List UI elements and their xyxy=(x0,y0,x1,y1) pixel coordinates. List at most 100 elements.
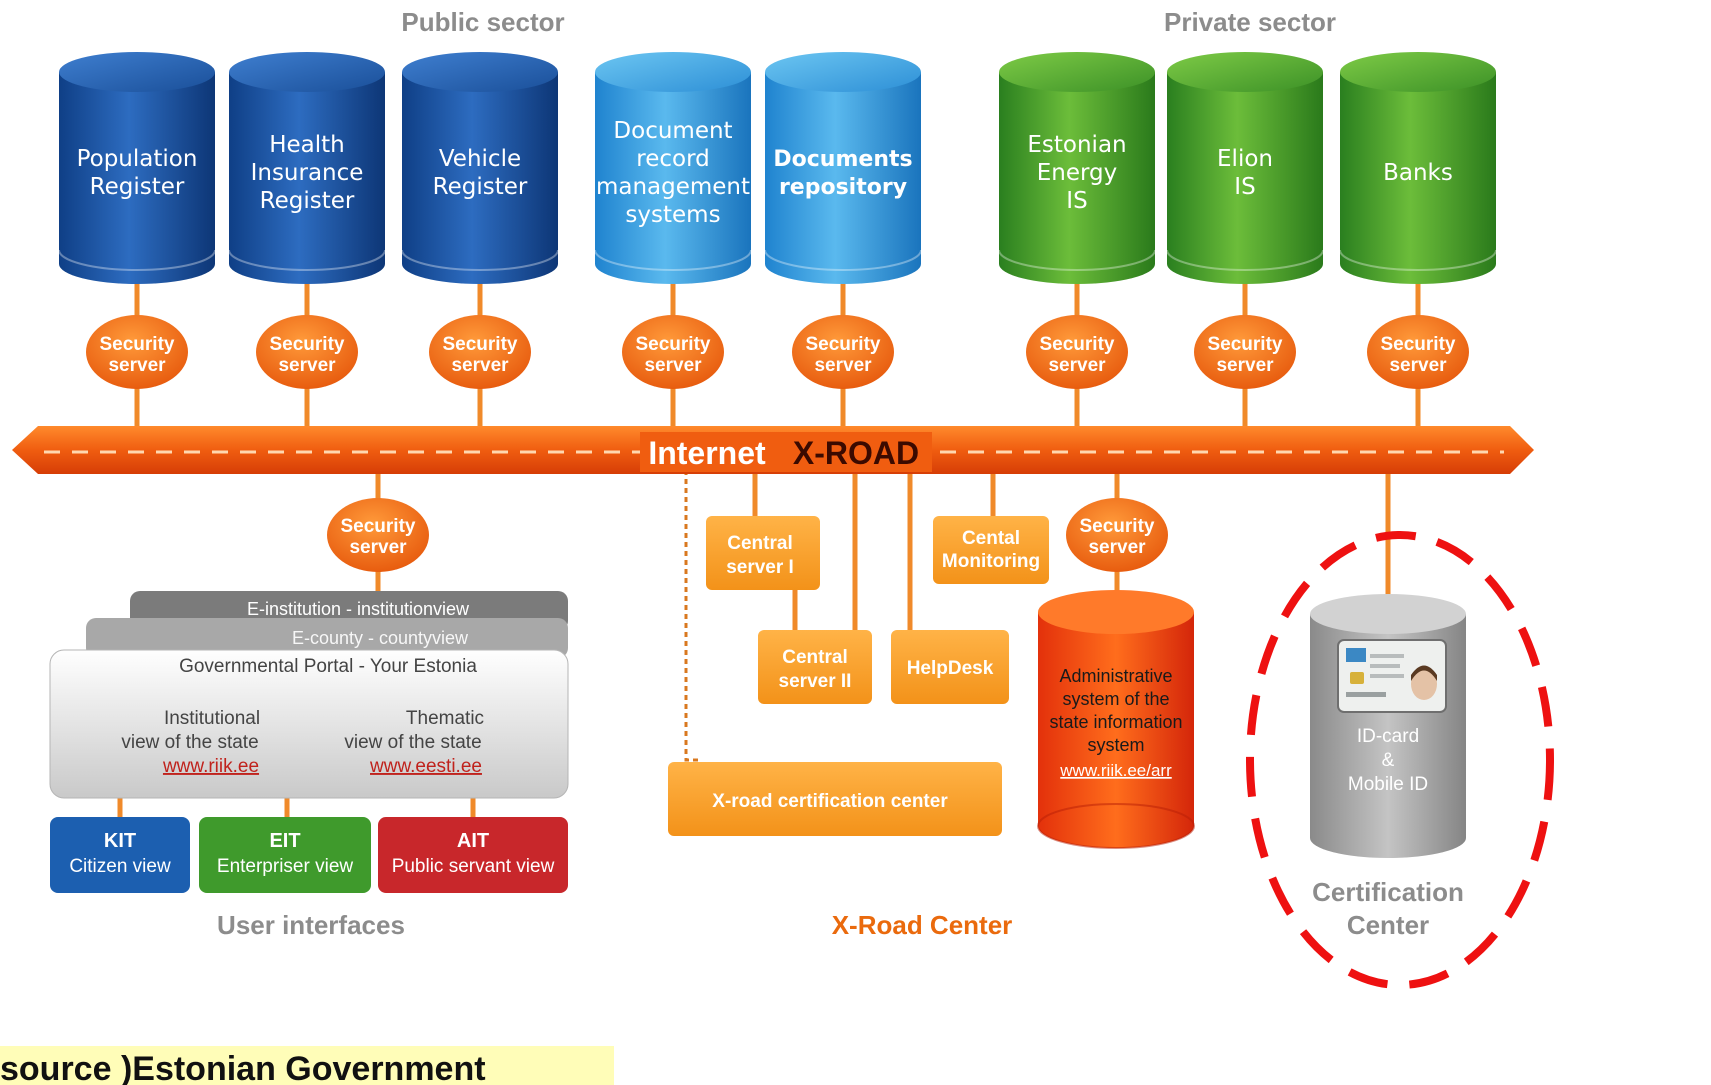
central-server-2-line-2: server II xyxy=(779,671,852,692)
database-body xyxy=(595,72,751,284)
helpdesk-label: HelpDesk xyxy=(907,658,994,679)
security-server-shape xyxy=(792,315,894,389)
database-rim xyxy=(594,249,752,271)
portal-left-line-1: Institutional xyxy=(164,708,260,729)
security-server-shape xyxy=(1367,315,1469,389)
certification-center-label: X-road certification center xyxy=(712,791,948,812)
user-view-kit: KIT Citizen view xyxy=(50,817,190,893)
database-body xyxy=(402,72,558,284)
monitoring-line-2: Monitoring xyxy=(942,551,1040,572)
database-rim xyxy=(58,249,216,271)
security-server-label: server xyxy=(1048,355,1106,376)
database-label-line: Register xyxy=(433,174,528,200)
database-label-line: Register xyxy=(90,174,185,200)
portal-title: Governmental Portal - Your Estonia xyxy=(179,656,477,677)
security-server-label: server xyxy=(1216,355,1274,376)
database-label-line: Insurance xyxy=(251,160,364,186)
database-label-line: Document xyxy=(613,118,732,144)
eit-sub: Enterpriser view xyxy=(217,856,353,877)
database-top xyxy=(59,52,215,92)
portal-right-line-1: Thematic xyxy=(406,708,484,729)
central-server-1-box: Central server I xyxy=(706,516,820,590)
security-server-label-1: Security xyxy=(1080,516,1155,537)
central-server-2-line-1: Central xyxy=(782,647,847,668)
kit-title: KIT xyxy=(104,830,136,852)
security-server-label: server xyxy=(1389,355,1447,376)
security-server-label: Security xyxy=(1381,334,1456,355)
database-body xyxy=(59,72,215,284)
database-top xyxy=(595,52,751,92)
database-label-line: IS xyxy=(1066,188,1087,214)
database-label-line: systems xyxy=(625,202,720,228)
xroad-label: X-ROAD xyxy=(793,435,919,471)
ait-title: AIT xyxy=(457,830,489,852)
portal-left-link[interactable]: www.riik.ee xyxy=(162,756,259,777)
ait-sub: Public servant view xyxy=(392,856,555,877)
id-card-line-2: & xyxy=(1382,750,1395,771)
admin-line-2: system of the xyxy=(1062,689,1169,709)
database-label-line: Energy xyxy=(1037,160,1118,186)
database-rim xyxy=(1339,249,1497,271)
id-card-line-3: Mobile ID xyxy=(1348,774,1428,795)
database-top xyxy=(765,52,921,92)
database-label-line: Vehicle xyxy=(439,146,521,172)
database-label-line: Register xyxy=(260,188,355,214)
security-server-shape xyxy=(256,315,358,389)
admin-link[interactable]: www.riik.ee/arr xyxy=(1059,761,1172,780)
xroad-band xyxy=(12,426,1534,474)
security-server-shape xyxy=(622,315,724,389)
central-server-1-line-2: server I xyxy=(726,557,794,578)
security-server-label-2: server xyxy=(349,537,407,558)
security-server-label: Security xyxy=(1208,334,1283,355)
public-sector-title: Public sector xyxy=(401,7,564,37)
security-server-label: Security xyxy=(636,334,711,355)
database-label-line: IS xyxy=(1234,174,1255,200)
helpdesk-box: HelpDesk xyxy=(891,630,1009,704)
user-view-eit: EIT Enterpriser view xyxy=(199,817,371,893)
security-server-shape xyxy=(86,315,188,389)
database-rim xyxy=(764,249,922,271)
database-body xyxy=(765,72,921,284)
database-rim xyxy=(401,249,559,271)
database-label-line: Elion xyxy=(1217,146,1273,172)
database-label-line: Estonian xyxy=(1027,132,1126,158)
central-server-1-line-1: Central xyxy=(727,533,792,554)
database-top xyxy=(1167,52,1323,92)
database-body xyxy=(1167,72,1323,284)
private-sector-title: Private sector xyxy=(1164,7,1336,37)
security-server-label: server xyxy=(278,355,336,376)
central-server-2-box: Central server II xyxy=(758,630,872,704)
database-body xyxy=(229,72,385,284)
admin-line-3: state information xyxy=(1049,712,1182,732)
database-cylinder: Banks xyxy=(1339,52,1497,284)
security-server-label: server xyxy=(451,355,509,376)
security-server-label: Security xyxy=(100,334,175,355)
monitoring-line-1: Cental xyxy=(962,528,1020,549)
monitoring-box: Cental Monitoring xyxy=(933,516,1049,584)
security-server-label: Security xyxy=(806,334,881,355)
database-label-line: record xyxy=(636,146,709,172)
security-server-portal: Security server xyxy=(327,498,429,572)
user-interfaces-label: User interfaces xyxy=(217,910,405,940)
portal-right-link[interactable]: www.eesti.ee xyxy=(369,756,482,777)
security-servers-row: SecurityserverSecurityserverSecurityserv… xyxy=(86,315,1469,389)
certification-center-label-1: Certification xyxy=(1312,877,1464,907)
database-label-line: Health xyxy=(269,132,345,158)
security-server-label: server xyxy=(814,355,872,376)
database-top xyxy=(999,52,1155,92)
security-server-label: server xyxy=(644,355,702,376)
